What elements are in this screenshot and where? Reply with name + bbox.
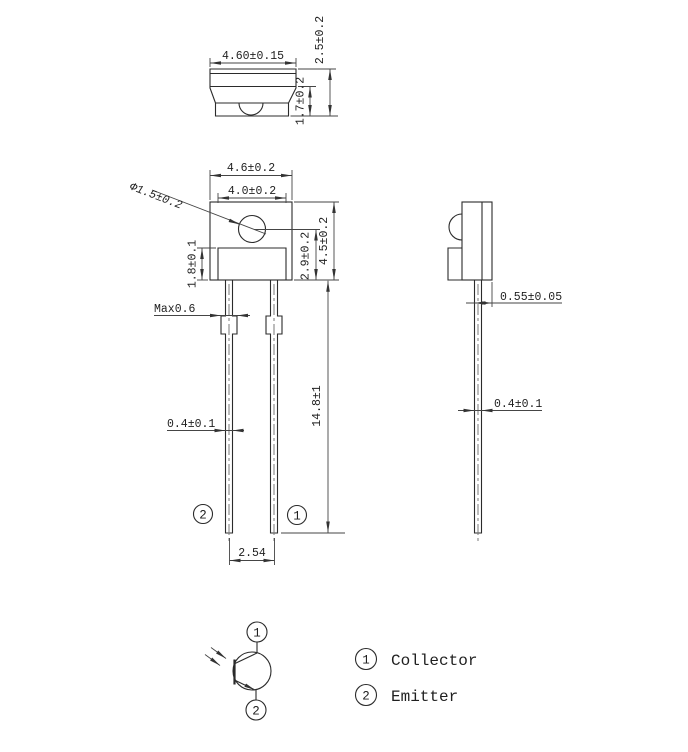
dim-base-height: 1.8±0.1 (187, 240, 200, 288)
pin2-callout-circle (192, 503, 214, 525)
dim-lead-width: 0.4±0.1 (167, 418, 215, 431)
dim-lead-offset: 0.55±0.05 (500, 291, 562, 304)
dim-top-total-height: 2.5±0.2 (314, 16, 327, 64)
legend-pin2-circle (354, 683, 378, 707)
top-view-body (209, 68, 297, 117)
collector-line (234, 652, 258, 664)
dim-side-lead-thickness: 0.4±0.1 (494, 398, 542, 411)
dim-lens-center-height: 2.9±0.2 (300, 232, 313, 280)
dim-front-lens-width: 4.0±0.2 (228, 185, 276, 198)
dim-top-width: 4.60±0.15 (222, 50, 284, 63)
side-view: 0.55±0.05 0.4±0.1 (447, 201, 562, 542)
dim-standoff-max: Max0.6 (154, 303, 196, 316)
transistor-circle (232, 651, 272, 691)
legend-pin1-number: 1 (362, 654, 370, 668)
legend-pin2-number: 2 (362, 690, 370, 704)
dim-lens-diameter: Φ1.5±0.2 (128, 181, 184, 213)
front-body (209, 201, 293, 281)
symbol-pin2-number: 2 (252, 705, 260, 719)
dim-lead-length: 14.8±1 (311, 385, 324, 427)
pin1-callout-number: 1 (293, 510, 301, 524)
top-view: 4.60±0.15 1.7±0.2 2.5±0.2 (209, 16, 338, 125)
light-arrow (210, 647, 227, 659)
schematic-symbol: 1 2 (204, 621, 272, 721)
front-base (217, 247, 287, 280)
pin2-callout-number: 2 (199, 509, 207, 523)
legend-pin1-circle (354, 647, 378, 671)
top-view-lens-dome (238, 102, 264, 116)
front-lens-circle (237, 214, 267, 244)
symbol-pin1-number: 1 (253, 627, 261, 641)
dim-lead-pitch: 2.54 (238, 547, 266, 560)
legend-pin2-label: Emitter (391, 688, 458, 706)
side-body (461, 201, 493, 281)
emitter-arrow (244, 683, 256, 691)
legend-pin1-label: Collector (391, 652, 477, 670)
pin1-callout-circle (286, 504, 308, 526)
side-lens-bump (448, 213, 463, 241)
dim-top-inner-height: 1.7±0.2 (295, 77, 308, 125)
side-base-step (447, 247, 462, 281)
light-arrow (204, 654, 221, 666)
dim-front-outer-width: 4.6±0.2 (227, 162, 275, 175)
legend: 1 Collector 2 Emitter (354, 647, 477, 707)
symbol-pin2-circle (245, 699, 267, 721)
dim-body-height: 4.5±0.2 (318, 217, 331, 265)
front-view: 4.6±0.2 4.0±0.2 Φ1.5±0.2 1.8±0.1 2.9±0.2… (128, 162, 345, 565)
